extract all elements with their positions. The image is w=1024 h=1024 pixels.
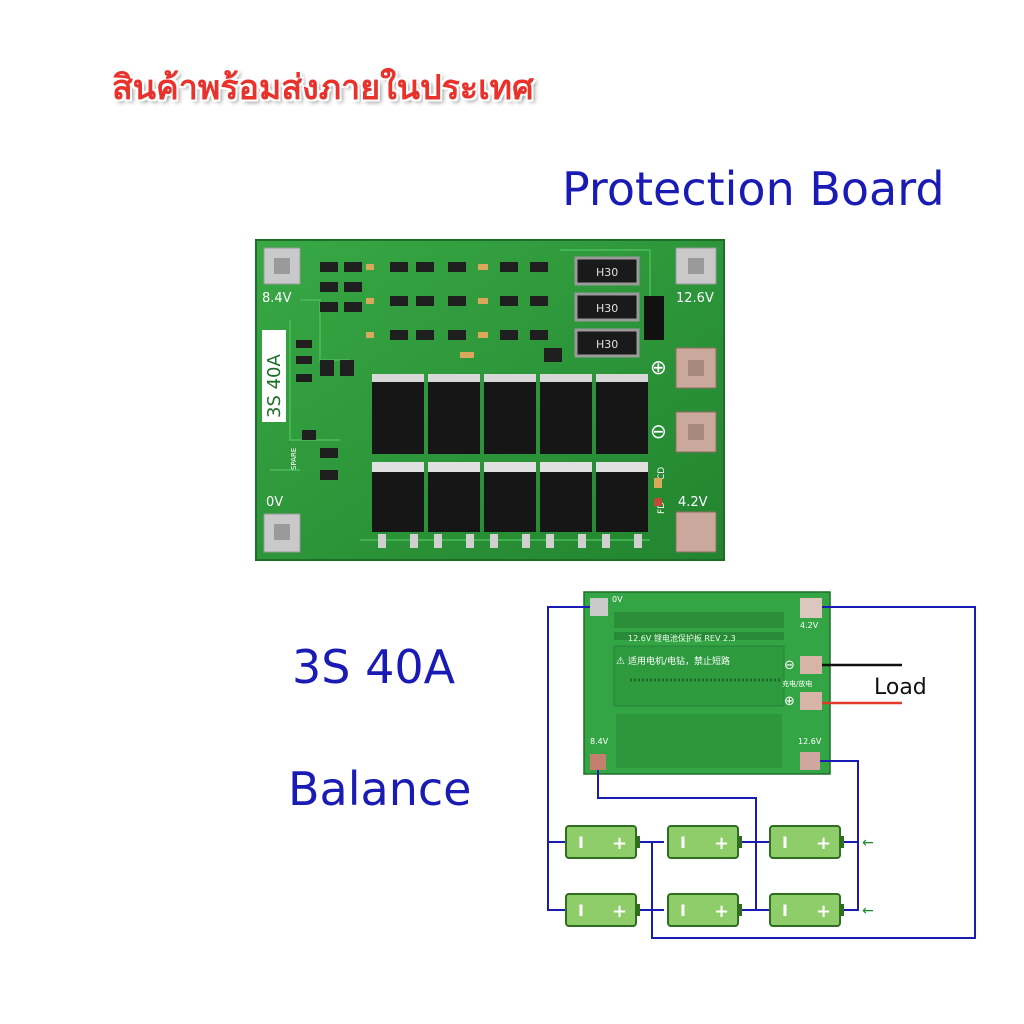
shunt-resistor-3: H30 bbox=[574, 328, 640, 358]
diagram-warning-text: 适用电机/电钻，禁止短路 bbox=[628, 655, 730, 667]
svg-text:+: + bbox=[612, 833, 627, 854]
diagram-pad-label-12v6: 12.6V bbox=[798, 737, 822, 746]
diagram-charge-label: 充电/放电 bbox=[782, 679, 812, 688]
smd-components bbox=[296, 262, 664, 480]
cd-label: CD bbox=[657, 467, 667, 480]
load-pad-minus bbox=[675, 411, 717, 453]
battery-cell: I + bbox=[667, 825, 742, 859]
shunt-code-1: H30 bbox=[596, 266, 618, 279]
diagram-load-pad-minus bbox=[800, 656, 822, 674]
diagram-pad-label-4v2: 4.2V bbox=[800, 621, 819, 630]
model-silk: 3S 40A bbox=[262, 330, 286, 422]
pad-label-12v6: 12.6V bbox=[676, 291, 714, 306]
mosfet-row-top bbox=[372, 374, 648, 454]
warning-icon: ⚠ bbox=[616, 656, 625, 667]
load-pad-plus bbox=[675, 347, 717, 389]
arrow-icon-top: ← bbox=[862, 835, 874, 851]
svg-text:+: + bbox=[714, 833, 729, 854]
plus-symbol: ⊕ bbox=[650, 355, 667, 379]
diagram-pad-label-0v: 0V bbox=[612, 595, 623, 604]
pad-8v4 bbox=[263, 247, 301, 285]
spec-label: 3S 40A bbox=[292, 640, 456, 694]
diagram-pad-label-8v4: 8.4V bbox=[590, 737, 609, 746]
svg-text:+: + bbox=[816, 901, 831, 922]
diagram-pad-0v bbox=[590, 598, 608, 616]
shunt-resistor-2: H30 bbox=[574, 292, 640, 322]
shunt-code-3: H30 bbox=[596, 338, 618, 351]
pad-0v bbox=[263, 513, 301, 553]
diagram-plus-symbol: ⊕ bbox=[784, 694, 795, 709]
diagram-pad-4v2 bbox=[800, 598, 822, 618]
svg-text:+: + bbox=[816, 833, 831, 854]
svg-text:I: I bbox=[680, 833, 686, 852]
pad-label-0v: 0V bbox=[266, 495, 283, 510]
svg-text:I: I bbox=[578, 901, 584, 920]
balance-label: Balance bbox=[288, 762, 472, 816]
battery-cell: I + bbox=[769, 893, 844, 927]
load-label: Load bbox=[874, 675, 927, 700]
pad-12v6 bbox=[675, 247, 717, 285]
banner-text: สินค้าพร้อมส่งภายในประเทศ bbox=[112, 68, 534, 108]
fd-label: FD bbox=[657, 502, 667, 514]
wiring-lines bbox=[547, 606, 976, 939]
minus-symbol: ⊖ bbox=[650, 419, 667, 443]
svg-text:I: I bbox=[578, 833, 584, 852]
shunt-code-2: H30 bbox=[596, 302, 618, 315]
pad-label-4v2: 4.2V bbox=[678, 495, 708, 510]
diagram-pad-8v4 bbox=[590, 754, 606, 770]
svg-text:I: I bbox=[782, 833, 788, 852]
pad-4v2 bbox=[675, 511, 717, 553]
svg-text:+: + bbox=[714, 901, 729, 922]
spare-label: SPARE bbox=[290, 448, 298, 470]
svg-text:+: + bbox=[612, 901, 627, 922]
product-title: Protection Board bbox=[562, 162, 945, 216]
battery-cell: I + bbox=[769, 825, 844, 859]
battery-cell: I + bbox=[565, 825, 640, 859]
smd-resistors bbox=[366, 264, 488, 358]
pad-label-8v4: 8.4V bbox=[262, 291, 292, 306]
diagram-minus-symbol: ⊖ bbox=[784, 658, 795, 673]
svg-text:I: I bbox=[680, 901, 686, 920]
battery-cell: I + bbox=[667, 893, 742, 927]
battery-cell: I + bbox=[565, 893, 640, 927]
diagram-board-text: 12.6V 锂电池保护板 REV 2.3 bbox=[628, 633, 736, 643]
diagram-pad-12v6 bbox=[800, 752, 820, 770]
model-silk-text: 3S 40A bbox=[264, 353, 285, 418]
arrow-icon-bottom: ← bbox=[862, 903, 874, 919]
battery-cells: I + I + I + I + I + bbox=[565, 825, 844, 927]
diagram-load-pad-plus bbox=[800, 692, 822, 710]
shunt-resistor-1: H30 bbox=[574, 256, 640, 286]
mosfet-row-bottom bbox=[372, 462, 648, 548]
svg-text:I: I bbox=[782, 901, 788, 920]
